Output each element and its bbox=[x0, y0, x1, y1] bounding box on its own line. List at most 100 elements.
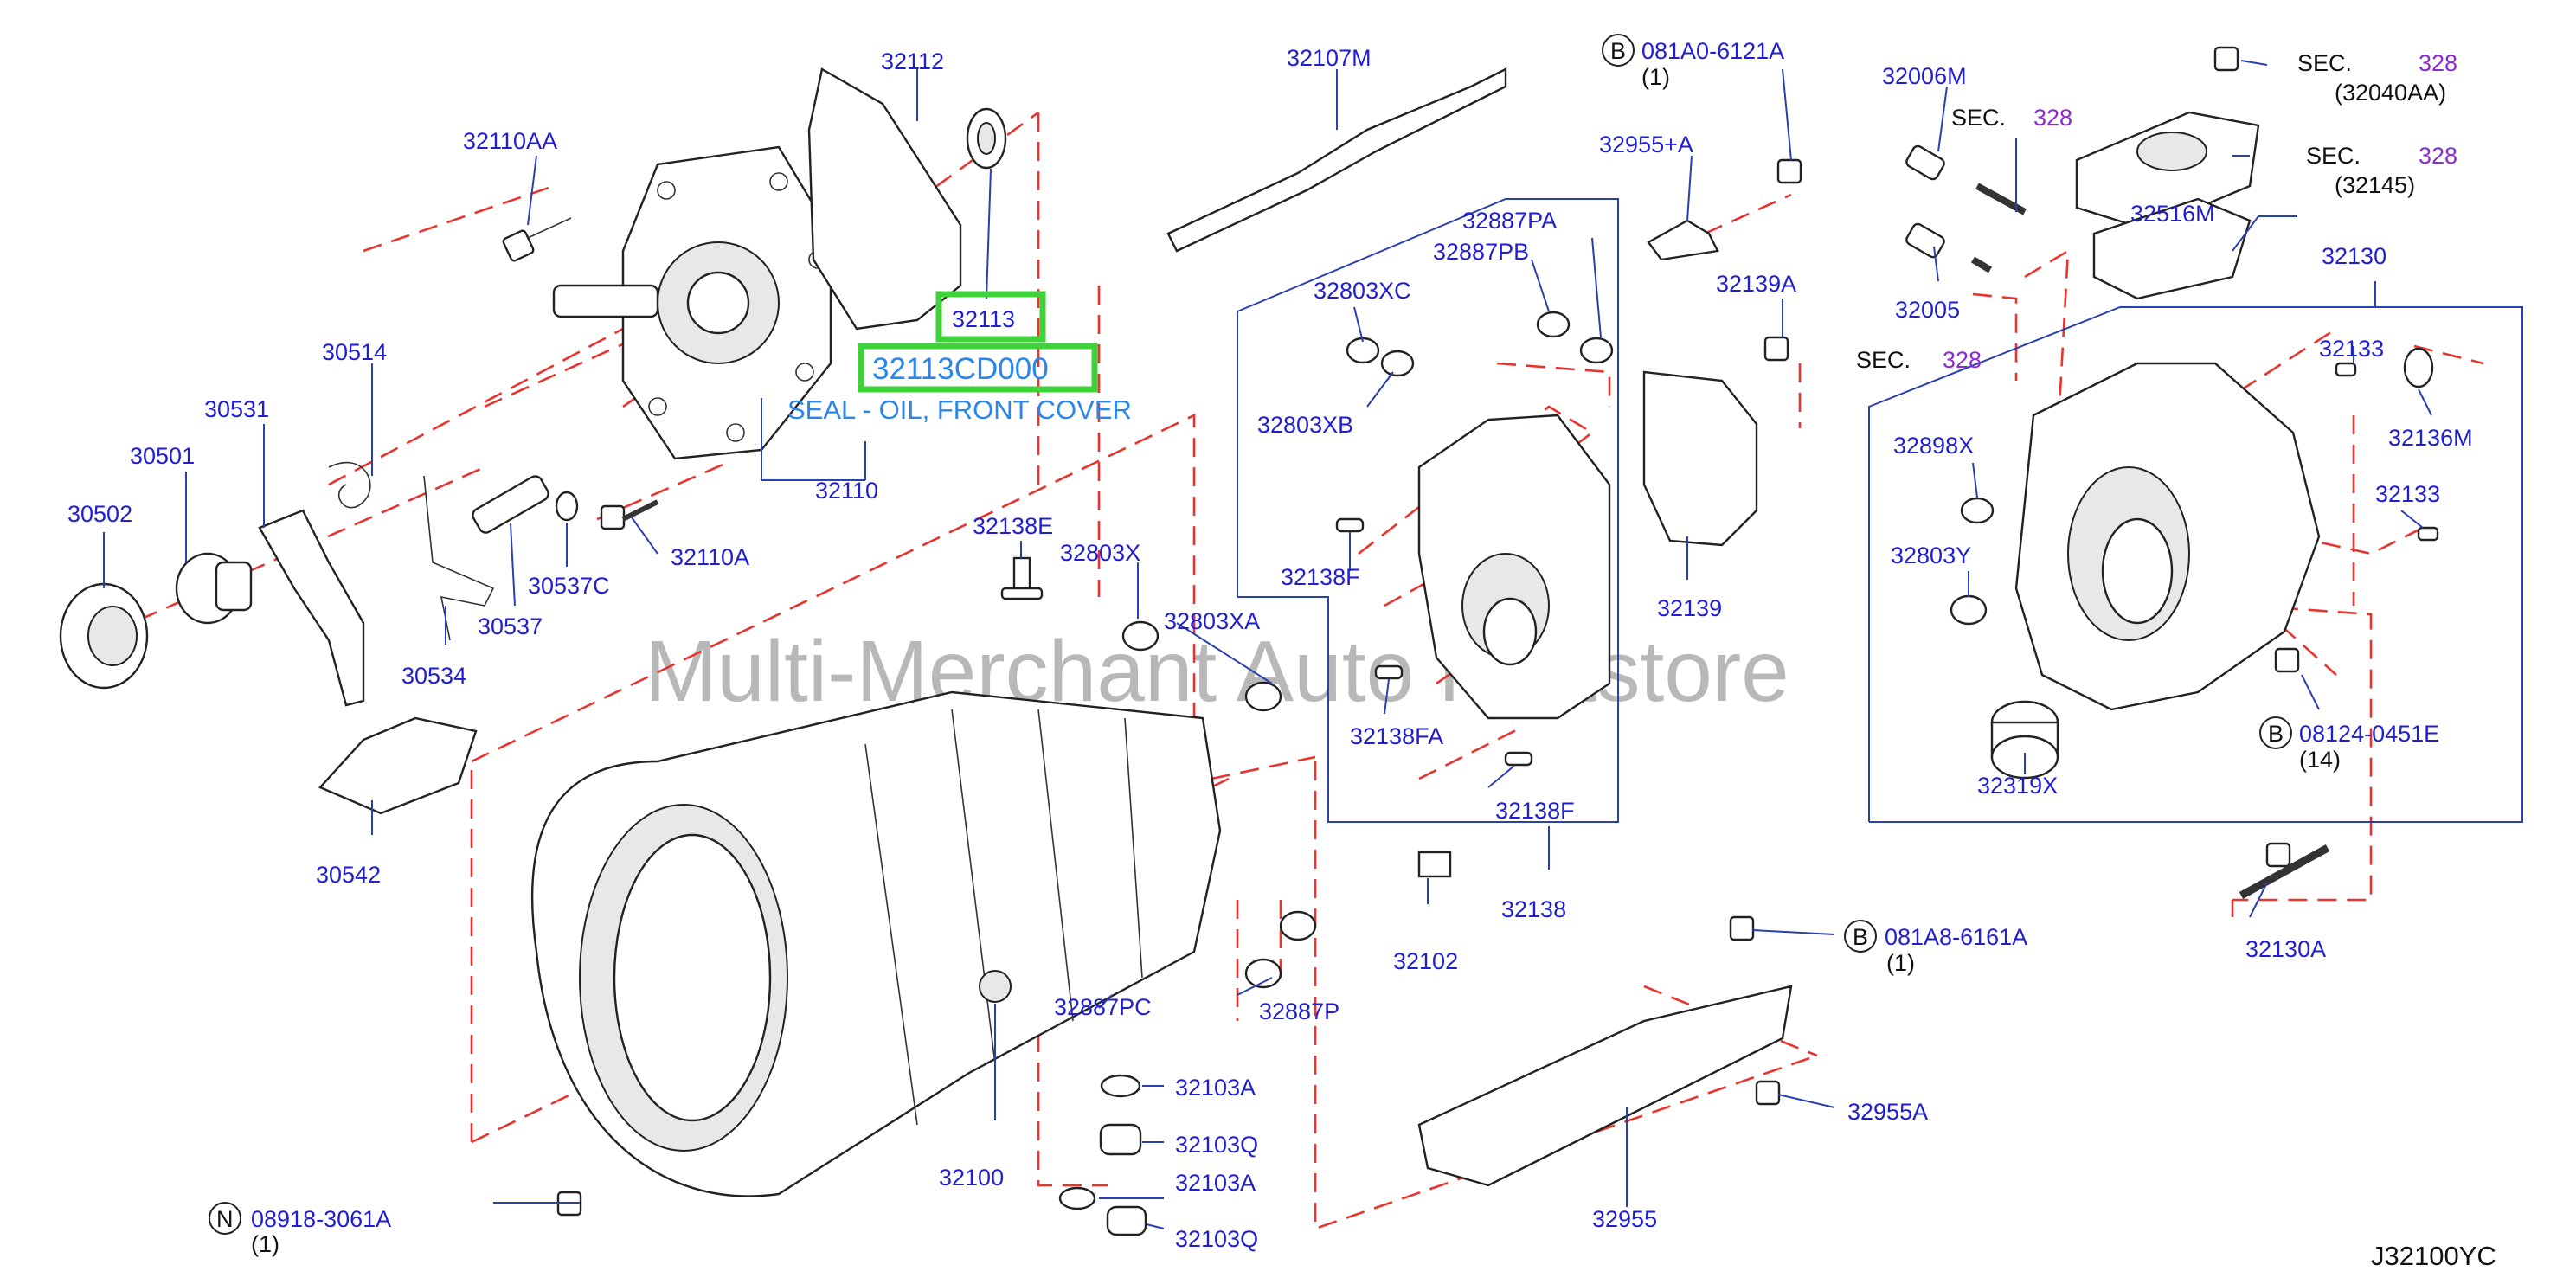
label-32319X[interactable]: 32319X bbox=[1977, 773, 2058, 799]
label-32139[interactable]: 32139 bbox=[1657, 595, 1722, 621]
label-32103Q-1[interactable]: 32103Q bbox=[1175, 1132, 1258, 1158]
label-32887PB[interactable]: 32887PB bbox=[1433, 239, 1529, 265]
label-32803XA[interactable]: 32803XA bbox=[1164, 608, 1260, 634]
pin-32133-b-part bbox=[2417, 526, 2439, 542]
highlight-part-number[interactable]: 32113CD000 bbox=[872, 352, 1049, 386]
label-32887PA[interactable]: 32887PA bbox=[1462, 208, 1557, 234]
gasket-32112-part bbox=[807, 67, 962, 331]
subassembly-boxes bbox=[1237, 198, 2523, 823]
highlight-partnumber-box bbox=[858, 343, 1098, 393]
part-labels: 32112 32110AA 32110 32110A 30514 30531 3… bbox=[67, 38, 2473, 1257]
switches bbox=[1905, 144, 2027, 273]
qty-08918: (1) bbox=[251, 1231, 279, 1257]
label-32006M[interactable]: 32006M bbox=[1882, 63, 1967, 89]
label-30534[interactable]: 30534 bbox=[401, 663, 466, 689]
sec-label-a: SEC. bbox=[1951, 105, 2006, 131]
leader-lines bbox=[103, 60, 2432, 1229]
label-32138F-2[interactable]: 32138F bbox=[1495, 798, 1575, 824]
highlighted-part-callout[interactable]: 32113 32113CD000 SEAL - OIL, FRONT COVER bbox=[787, 291, 1132, 425]
sec-ref-32040AA: (32040AA) bbox=[2335, 80, 2446, 106]
label-30537C[interactable]: 30537C bbox=[528, 573, 610, 599]
label-32133-1[interactable]: 32133 bbox=[2319, 336, 2384, 362]
rear-extension-part bbox=[2014, 362, 2321, 711]
label-32130A[interactable]: 32130A bbox=[2245, 936, 2326, 962]
marker-n-08918: N bbox=[216, 1206, 234, 1232]
diagram-code: J32100YC bbox=[2371, 1241, 2496, 1271]
label-32100[interactable]: 32100 bbox=[939, 1165, 1004, 1191]
label-32803Y[interactable]: 32803Y bbox=[1891, 542, 1971, 568]
label-32102[interactable]: 32102 bbox=[1393, 948, 1458, 974]
label-081A0-6121A[interactable]: 081A0-6121A bbox=[1641, 38, 1784, 64]
sec-number-d[interactable]: 328 bbox=[2419, 143, 2457, 169]
rail-32107M-part bbox=[1166, 67, 1507, 253]
label-30542[interactable]: 30542 bbox=[316, 862, 381, 888]
bolt-32130A-part bbox=[2239, 844, 2330, 899]
label-32138E[interactable]: 32138E bbox=[973, 513, 1053, 539]
label-30502[interactable]: 30502 bbox=[67, 501, 132, 527]
label-32887PC[interactable]: 32887PC bbox=[1054, 994, 1152, 1020]
label-32138[interactable]: 32138 bbox=[1501, 896, 1566, 922]
sec-number-a[interactable]: 328 bbox=[2033, 105, 2072, 131]
label-30537[interactable]: 30537 bbox=[478, 613, 543, 639]
marker-b-08124: B bbox=[2268, 721, 2284, 747]
label-081A8-6161A[interactable]: 081A8-6161A bbox=[1885, 924, 2027, 950]
marker-b-081A0: B bbox=[1610, 38, 1626, 64]
label-32136M[interactable]: 32136M bbox=[2388, 425, 2473, 451]
label-32107M[interactable]: 32107M bbox=[1287, 45, 1372, 71]
highlight-description: SEAL - OIL, FRONT COVER bbox=[787, 395, 1132, 425]
label-32103Q-2[interactable]: 32103Q bbox=[1175, 1226, 1258, 1252]
label-32803X[interactable]: 32803X bbox=[1060, 540, 1140, 566]
qty-08124: (14) bbox=[2299, 747, 2341, 773]
label-32110A[interactable]: 32110A bbox=[671, 544, 749, 570]
label-32133-2[interactable]: 32133 bbox=[2375, 481, 2440, 507]
label-32803XC[interactable]: 32803XC bbox=[1314, 278, 1411, 304]
label-32103A-2[interactable]: 32103A bbox=[1175, 1170, 1256, 1196]
label-30514[interactable]: 30514 bbox=[322, 339, 387, 365]
pin-32138E-part bbox=[1000, 556, 1044, 600]
label-30501[interactable]: 30501 bbox=[130, 443, 195, 469]
label-32130[interactable]: 32130 bbox=[2322, 243, 2386, 269]
pin-32133-a-part bbox=[2335, 362, 2357, 377]
label-30531[interactable]: 30531 bbox=[204, 396, 269, 422]
gasket-32139-part bbox=[1642, 370, 1758, 547]
label-32005[interactable]: 32005 bbox=[1895, 297, 1960, 323]
sec-number-b[interactable]: 328 bbox=[1943, 347, 1982, 373]
label-32803XB[interactable]: 32803XB bbox=[1257, 412, 1353, 438]
label-32516M[interactable]: 32516M bbox=[2130, 201, 2215, 227]
sec-label-b: SEC. bbox=[1856, 347, 1911, 373]
bolt-32110AA-part bbox=[502, 217, 572, 262]
release-parts bbox=[59, 461, 495, 707]
label-32112[interactable]: 32112 bbox=[881, 48, 944, 74]
bracket-32955A-part bbox=[1647, 219, 1719, 261]
qty-081A8: (1) bbox=[1886, 950, 1915, 976]
front-cover-part bbox=[552, 145, 832, 460]
adapter-plate-part bbox=[1417, 414, 1611, 720]
label-32955[interactable]: 32955 bbox=[1592, 1206, 1657, 1232]
highlight-ref-box bbox=[935, 291, 1046, 343]
dowel-pins bbox=[1335, 517, 1533, 878]
label-32110[interactable]: 32110 bbox=[815, 478, 878, 504]
label-32887P[interactable]: 32887P bbox=[1259, 998, 1339, 1024]
top-plate-part bbox=[2075, 111, 2260, 300]
label-32955A[interactable]: 32955A bbox=[1847, 1099, 1928, 1125]
bolt-type-markers: B B B N bbox=[209, 34, 2292, 1235]
label-32103A-1[interactable]: 32103A bbox=[1175, 1075, 1256, 1101]
label-08918-3061A[interactable]: 08918-3061A bbox=[251, 1206, 391, 1232]
label-32113[interactable]: 32113 bbox=[952, 306, 1015, 332]
label-32139A[interactable]: 32139A bbox=[1716, 271, 1796, 297]
bottom-cover-32955-part bbox=[1417, 985, 1793, 1187]
boot-30542-part bbox=[318, 716, 478, 815]
label-32138F-1[interactable]: 32138F bbox=[1281, 564, 1360, 590]
label-08124-0451E[interactable]: 08124-0451E bbox=[2299, 721, 2439, 747]
sec-ref-32145: (32145) bbox=[2335, 172, 2415, 198]
bolts bbox=[556, 46, 2300, 1217]
label-32955-A-plus[interactable]: 32955+A bbox=[1599, 132, 1693, 157]
drain-plugs bbox=[1058, 1074, 1147, 1236]
sec-number-c[interactable]: 328 bbox=[2419, 50, 2457, 76]
label-32138FA[interactable]: 32138FA bbox=[1350, 723, 1443, 749]
bushings bbox=[1121, 311, 1995, 989]
label-32898X[interactable]: 32898X bbox=[1893, 433, 1974, 459]
marker-b-081A8: B bbox=[1853, 924, 1868, 950]
label-32110AA[interactable]: 32110AA bbox=[463, 128, 557, 154]
